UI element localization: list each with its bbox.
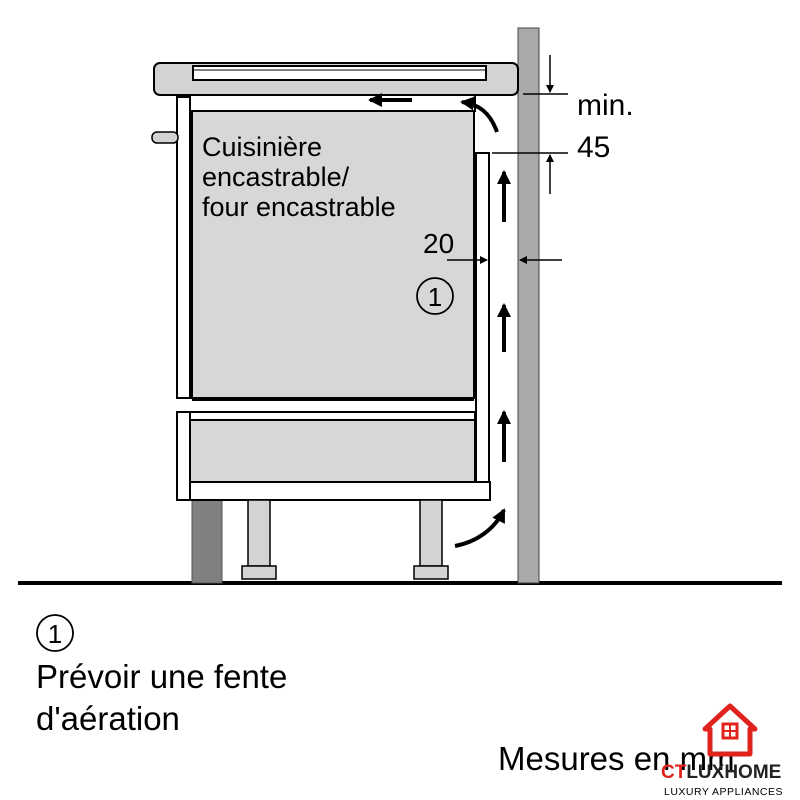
leg-right bbox=[419, 499, 443, 567]
wall bbox=[517, 27, 540, 584]
oven-body bbox=[191, 110, 475, 399]
legend-circle bbox=[36, 614, 74, 652]
logo-tagline: LUXURY APPLIANCES bbox=[664, 786, 783, 798]
leg-left bbox=[247, 499, 271, 567]
leg-left-foot bbox=[241, 565, 277, 580]
cabinet-side-lower bbox=[176, 411, 191, 501]
oven-handle bbox=[151, 131, 179, 144]
leg-right-foot bbox=[413, 565, 449, 580]
legend-line2: d'aération bbox=[36, 700, 180, 737]
dim-min-label: min. bbox=[577, 89, 634, 122]
callout-circle bbox=[416, 277, 454, 315]
appliance-label-line3: four encastrable bbox=[202, 192, 396, 222]
legend-number: 1 bbox=[48, 619, 62, 649]
drawer bbox=[189, 419, 476, 483]
legend-line1: Prévoir une fente bbox=[36, 658, 287, 695]
cooktop bbox=[192, 65, 487, 81]
cabinet-back-panel bbox=[475, 152, 490, 483]
logo-brand: CTLUXHOME bbox=[661, 762, 781, 783]
dim-gap-value: 20 bbox=[423, 228, 454, 259]
appliance-label-line2: encastrable/ bbox=[202, 162, 350, 192]
appliance-label: Cuisinière encastrable/ four encastrable bbox=[202, 132, 396, 222]
cabinet-base bbox=[189, 481, 491, 501]
appliance-label-line1: Cuisinière bbox=[202, 132, 322, 162]
callout-number: 1 bbox=[428, 282, 442, 312]
units-note: Mesures en mm bbox=[498, 740, 735, 777]
dim-min-value: 45 bbox=[577, 131, 610, 164]
airflow-arrow-curve-bottom bbox=[454, 508, 506, 548]
logo-brand-ct: CT bbox=[661, 762, 687, 783]
plinth bbox=[191, 499, 223, 584]
brand-logo: CTLUXHOME LUXURY APPLIANCES bbox=[661, 703, 783, 798]
logo-brand-rest: LUXHOME bbox=[686, 762, 781, 783]
airflow-arrow-curve-top bbox=[460, 96, 499, 133]
drawer-rail bbox=[189, 411, 476, 421]
cabinet-side-upper bbox=[176, 96, 191, 399]
cabinet-top-rail bbox=[189, 94, 476, 112]
